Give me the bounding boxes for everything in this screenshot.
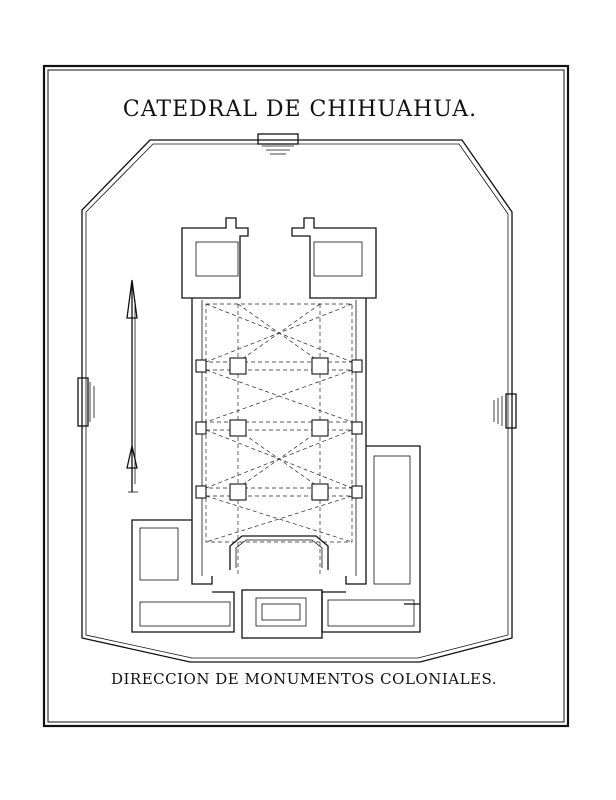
cathedral-outer-walls: [131, 217, 421, 639]
nave-piers: [195, 357, 363, 501]
north-arrow: [126, 279, 138, 493]
atrium-perimeter-wall: [81, 139, 513, 663]
atrium-perimeter-wall-inner: [85, 143, 509, 659]
sheet-border-outer: [42, 64, 570, 728]
plan-title: CATEDRAL DE CHIHUAHUA.: [123, 97, 477, 122]
atrium-east-gate: [493, 393, 517, 429]
atrium-front-gate: [257, 133, 299, 155]
plan-caption: DIRECCION DE MONUMENTOS COLONIALES.: [111, 670, 497, 688]
presbytery: [229, 535, 329, 570]
atrium-west-gate: [77, 377, 95, 427]
sheet-border-inner: [47, 69, 565, 723]
nave-vaults: [205, 303, 353, 576]
